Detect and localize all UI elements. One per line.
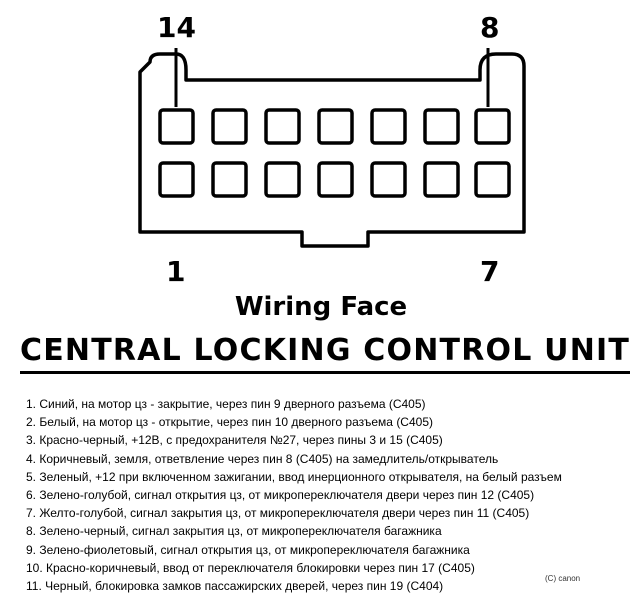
pin-10: [370, 108, 407, 145]
pin-label-8: 8: [480, 11, 500, 44]
legend-item: 10. Красно-коричневый, ввод от переключа…: [26, 560, 475, 575]
pin-8: [474, 108, 511, 145]
pin-grid: [158, 108, 511, 198]
copyright-credit: (C) canon: [545, 574, 581, 583]
connector-housing: [138, 52, 526, 248]
wiring-face-caption: Wiring Face: [234, 292, 408, 322]
pin-13: [211, 108, 248, 145]
legend-item: 4. Коричневый, земля, ответвление через …: [26, 451, 499, 466]
pin-6: [423, 161, 460, 198]
pin-9: [423, 108, 460, 145]
wire-legend: 1. Синий, на мотор цз - закрытие, через …: [26, 395, 562, 595]
legend-item: 5. Зеленый, +12 при включенном зажигании…: [26, 469, 562, 484]
title-underline: [20, 371, 630, 374]
legend-item: 9. Зелено-фиолетовый, сигнал открытия цз…: [26, 542, 470, 557]
pin-label-1: 1: [166, 255, 186, 288]
pin-label-7: 7: [480, 255, 500, 288]
legend-item: 3. Красно-черный, +12В, с предохранителя…: [26, 433, 443, 448]
legend-item: 1. Синий, на мотор цз - закрытие, через …: [26, 397, 426, 411]
pin-7: [474, 161, 511, 198]
pin-3: [264, 161, 301, 198]
pin-4: [317, 161, 354, 198]
legend-item: 7. Желто-голубой, сигнал закрытия цз, от…: [26, 506, 530, 521]
pin-12: [264, 108, 301, 145]
legend-item: 8. Зелено-черный, сигнал закрытия цз, от…: [26, 524, 442, 539]
pin-1: [158, 161, 195, 198]
pin-label-14: 14: [157, 11, 196, 44]
connector-diagram: [138, 48, 526, 248]
legend-item: 6. Зелено-голубой, сигнал открытия цз, о…: [26, 488, 535, 503]
legend-item: 2. Белый, на мотор цз - открытие, через …: [26, 415, 433, 430]
legend-item: 11. Черный, блокировка замков пассажирск…: [26, 579, 444, 594]
pin-14: [158, 108, 195, 145]
pin-5: [370, 161, 407, 198]
pin-11: [317, 108, 354, 145]
pin-2: [211, 161, 248, 198]
page-title: CENTRAL LOCKING CONTROL UNIT: [20, 333, 631, 368]
